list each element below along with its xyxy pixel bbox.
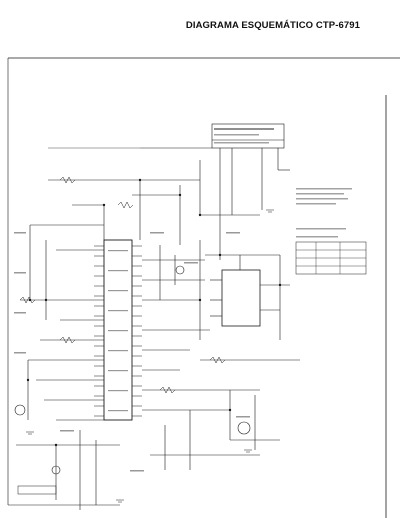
bottom-connector bbox=[17, 485, 57, 495]
main-ic bbox=[103, 239, 133, 421]
connector-block bbox=[211, 123, 285, 149]
transistor-symbol bbox=[237, 421, 251, 435]
secondary-ic bbox=[221, 269, 261, 327]
page-title: DIAGRAMA ESQUEMÁTICO CTP-6791 bbox=[185, 20, 360, 31]
